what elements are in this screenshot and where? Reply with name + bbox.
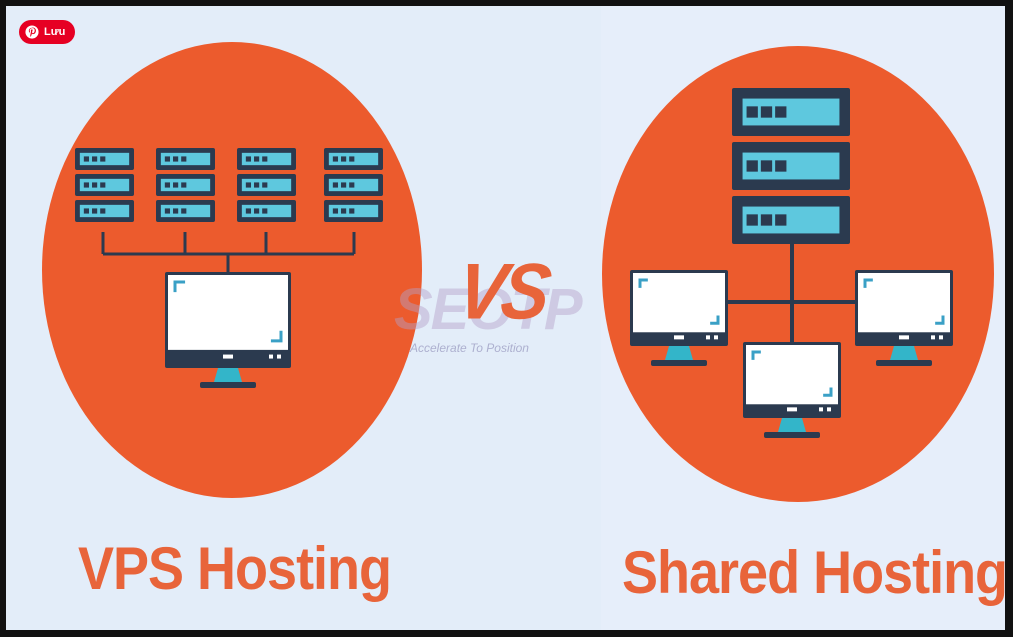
watermark-tagline: Accelerate To Position [410,341,529,355]
vps-monitor-icon [165,272,291,388]
shared-monitor-bottom-icon [743,342,841,438]
shared-circle [602,46,994,502]
vps-server-2-icon [156,148,215,222]
shared-server-icon [732,88,850,244]
save-button-label: Lưu [44,26,66,38]
vps-server-1-icon [75,148,134,222]
vps-hosting-title: VPS Hosting [78,535,392,603]
shared-monitor-left-icon [630,270,728,366]
vps-server-4-icon [324,148,383,222]
vps-server-3-icon [237,148,296,222]
pinterest-icon [25,25,39,39]
watermark-logo: SEOTP [394,277,583,342]
shared-hosting-title: Shared Hosting [622,539,1005,607]
hosting-diagram [42,42,994,502]
shared-monitor-right-icon [855,270,953,366]
pinterest-save-button[interactable]: Lưu [19,20,76,44]
image-frame: SEOTP Accelerate To Position VS VPS Host… [6,6,1005,630]
shared-network-lines [724,244,858,344]
versus-label: VS [451,248,553,336]
vps-circle [42,42,422,498]
vps-network-lines [101,232,356,274]
